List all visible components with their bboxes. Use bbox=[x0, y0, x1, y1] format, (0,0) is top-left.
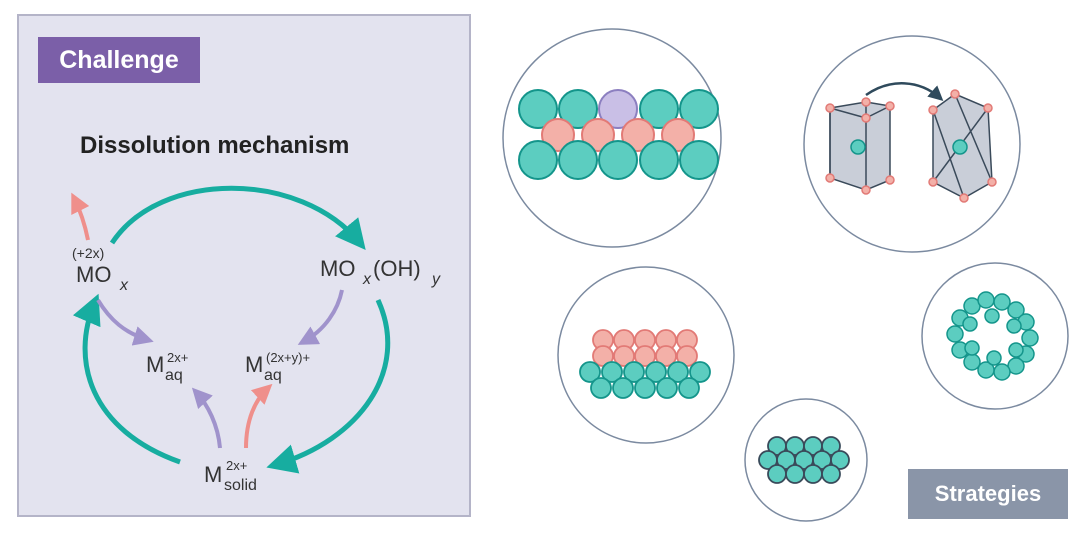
arrow-solid-to-maq2 bbox=[244, 383, 273, 449]
moxoh-sub-y: y bbox=[431, 271, 441, 288]
arrow-solid-to-maq1 bbox=[191, 387, 222, 449]
species-moxoh: MO x (OH) y bbox=[320, 256, 441, 288]
msolid-main: M bbox=[204, 462, 222, 487]
maq2-sup: (2x+y)+ bbox=[266, 350, 310, 365]
maq1-main: M bbox=[146, 352, 164, 377]
diagram-title: Dissolution mechanism bbox=[80, 132, 349, 159]
mox-charge: (+2x) bbox=[72, 245, 104, 261]
maq2-sub: aq bbox=[264, 367, 282, 384]
cycle-arrow-top bbox=[109, 185, 366, 250]
lattice-nanotube bbox=[946, 291, 1039, 381]
species-msolid: M 2x+ solid bbox=[204, 458, 257, 494]
challenge-label: Challenge bbox=[38, 37, 200, 83]
mox-sub: x bbox=[119, 277, 129, 294]
moxoh-sub-x: x bbox=[362, 271, 372, 288]
challenge-panel bbox=[17, 14, 471, 517]
lattice-coating bbox=[579, 329, 711, 399]
strategy-circle-nanotube bbox=[921, 262, 1069, 410]
maq1-sup: 2x+ bbox=[167, 350, 188, 365]
moxoh-oh: (OH) bbox=[373, 256, 421, 281]
lattice-doping bbox=[518, 89, 719, 180]
msolid-sub: solid bbox=[224, 477, 257, 494]
arrow-moxoh-to-maq bbox=[297, 289, 344, 345]
lattice-nanoparticle bbox=[758, 436, 850, 484]
species-mox: (+2x) MO x bbox=[72, 245, 129, 294]
maq2-main: M bbox=[245, 352, 263, 377]
arrow-mox-to-maq bbox=[96, 298, 154, 346]
moxoh-main: MO bbox=[320, 256, 355, 281]
maq1-sub: aq bbox=[165, 367, 183, 384]
cycle-arrow-left bbox=[72, 293, 181, 465]
species-maq1: M 2x+ aq bbox=[146, 350, 188, 384]
msolid-sup: 2x+ bbox=[226, 458, 247, 473]
species-maq2: M (2x+y)+ aq bbox=[245, 350, 310, 384]
mox-main: MO bbox=[76, 262, 111, 287]
polyhedra-phase bbox=[825, 82, 997, 203]
cycle-arrow-right bbox=[266, 298, 391, 474]
strategies-label: Strategies bbox=[908, 469, 1068, 519]
arrow-mox-up bbox=[71, 192, 90, 241]
